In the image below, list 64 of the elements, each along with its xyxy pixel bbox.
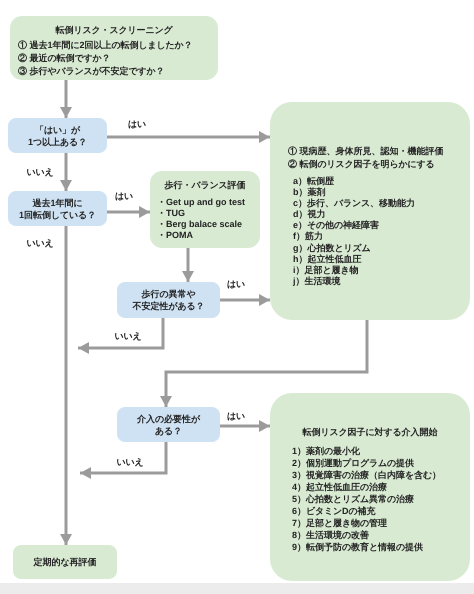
arrow <box>107 206 150 218</box>
edge-label: はい <box>114 190 134 202</box>
question-text: 「はい」が1つ以上ある？ <box>26 124 88 148</box>
process-box <box>270 102 470 320</box>
edge-label: いいえ <box>26 166 54 178</box>
list-item: ② 最近の転倒ですか？ <box>18 52 112 65</box>
list-item: h）起立性低血圧 <box>292 254 362 265</box>
edge-label: いいえ <box>26 238 54 248</box>
list-item: j）生活環境 <box>292 276 342 287</box>
list-item: ③ 歩行やバランスが不安定ですか？ <box>18 65 166 78</box>
heading: 歩行・バランス評価 <box>164 179 246 192</box>
process-box <box>270 393 470 581</box>
heading: 転倒リスク・スクリーニング <box>54 24 174 37</box>
edge-label: いいえ <box>114 330 142 342</box>
arrow <box>60 80 72 118</box>
arrow <box>107 131 270 143</box>
question-text: 過去1年間に1回転倒している？ <box>18 196 97 220</box>
list-item: a）転倒歴 <box>292 176 336 187</box>
list-item: 8）生活環境の改善 <box>292 528 370 540</box>
process-box <box>13 545 117 579</box>
list-item: ・TUG <box>157 208 186 219</box>
decision-box <box>8 191 107 226</box>
list-item: 6）ビタミンDの補充 <box>292 504 377 516</box>
list-item: ・Berg balace scale <box>157 219 244 230</box>
edge-label: はい <box>226 410 246 422</box>
step-label: 定期的な再評価 <box>34 556 96 568</box>
list-item: ① 現病歴、身体所見、認知・機能評価 <box>288 145 445 158</box>
edge-label: はい <box>226 278 246 290</box>
edge-label: いいえ <box>116 456 144 468</box>
list-item: 7）足部と履き物の管理 <box>292 516 388 528</box>
question-text: 介入の必要性がある？ <box>136 412 202 436</box>
arrow <box>220 420 270 432</box>
list-item: ② 転倒のリスク因子を明らかにする <box>288 158 436 171</box>
list-item: 5）心拍数とリズム異常の治療 <box>292 492 416 504</box>
arrow <box>60 153 72 191</box>
arrow <box>80 442 168 479</box>
list-item: e）その他の神経障害 <box>292 220 380 231</box>
edge-label: はい <box>127 118 147 130</box>
arrow <box>220 294 270 306</box>
arrow <box>78 318 164 354</box>
list-item: 3）視覚障害の治療（白内障を含む） <box>292 468 442 480</box>
decision-box <box>117 407 220 442</box>
process-box <box>150 171 260 248</box>
list-item: g）心拍数とリズム <box>292 242 372 254</box>
list-item: ・Get up and go test <box>157 197 246 208</box>
arrow <box>182 248 194 282</box>
decision-box <box>8 118 107 153</box>
process-box <box>10 16 218 80</box>
decision-box <box>117 282 220 318</box>
arrow <box>160 320 368 407</box>
question-text: 歩行の異常や不安定性がある？ <box>132 288 206 312</box>
list-item: 4）起立性低血圧の治療 <box>292 480 388 492</box>
list-item: 9）転倒予防の教育と情報の提供 <box>292 540 424 552</box>
list-item: ・POMA <box>157 230 194 241</box>
list-item: ① 過去1年間に2回以上の転倒しましたか？ <box>18 39 194 52</box>
list-item: f）筋力 <box>292 231 324 243</box>
list-item: d）視力 <box>292 209 326 220</box>
list-item: 1）薬剤の最小化 <box>292 444 362 456</box>
list-item: 2）個別運動プログラムの提供 <box>292 456 416 468</box>
heading: 転倒リスク因子に対する介入開始 <box>302 426 438 439</box>
list-item: c）歩行、バランス、移動能力 <box>292 198 416 209</box>
arrow <box>60 226 72 545</box>
list-item: i）足部と履き物 <box>292 264 360 276</box>
list-item: b）薬剤 <box>292 187 326 198</box>
